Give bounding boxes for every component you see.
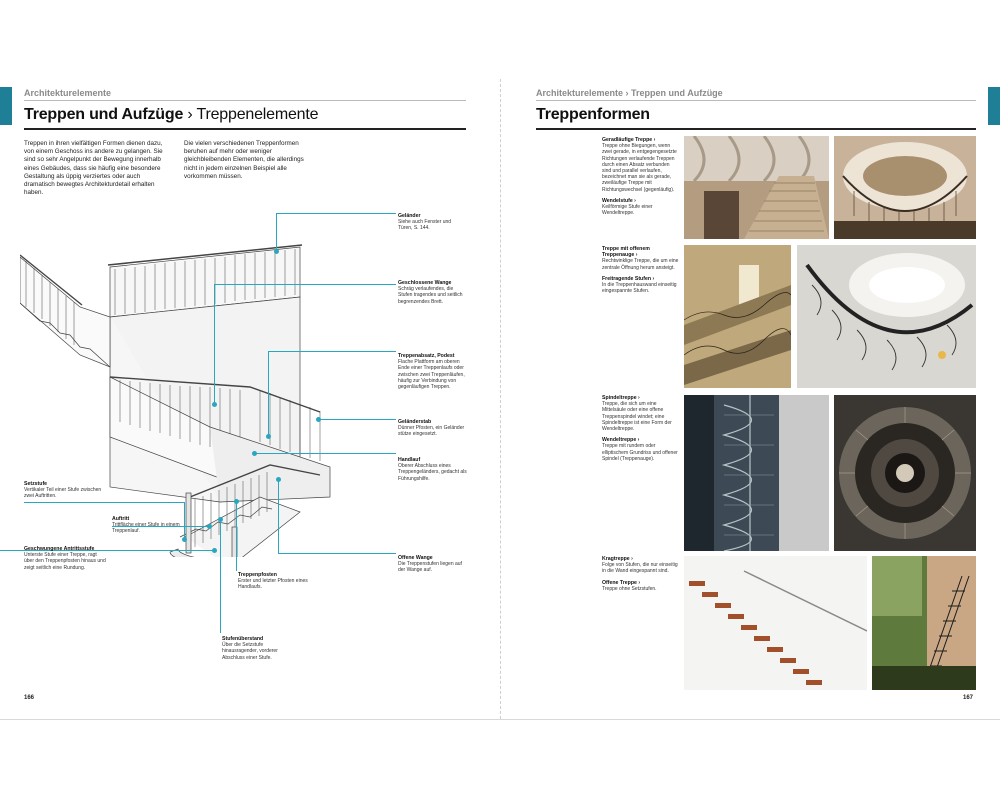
callout-dot <box>252 451 257 456</box>
leader-line <box>318 419 396 420</box>
leader-line <box>220 519 221 633</box>
callout-dot <box>212 402 217 407</box>
photo-winder-stairs <box>834 136 976 239</box>
leader-line <box>214 284 215 404</box>
photo-open-well-stair <box>684 245 791 388</box>
callout-dot <box>212 548 217 553</box>
callout-dot <box>207 524 212 529</box>
photo-straight-staircase <box>684 136 829 239</box>
caption-block: Kragtreppe ›Folge von Stufen, die nur ei… <box>602 556 678 592</box>
callout-dot <box>316 417 321 422</box>
photo-helical-stair-top-view <box>834 395 976 551</box>
leader-line <box>254 453 396 454</box>
page-title: Treppen und Aufzüge › Treppenelemente <box>24 106 319 124</box>
leader-line <box>278 479 279 553</box>
leader-line <box>276 213 277 251</box>
callout-dot <box>218 517 223 522</box>
callout-dot <box>274 249 279 254</box>
left-page: Architekturelemente Treppen und Aufzüge … <box>0 79 501 719</box>
staircase-illustration <box>20 244 331 557</box>
right-page: Architekturelemente › Treppen und Aufzüg… <box>501 79 1000 719</box>
title-rule <box>24 128 466 130</box>
callout-dot <box>266 434 271 439</box>
page-title: Treppenformen <box>536 106 650 123</box>
caption-block: Geradläufige Treppe ›Treppe ohne Biegung… <box>602 137 677 217</box>
bottom-page-edge <box>0 719 1000 720</box>
caption-block: Treppe mit offenem Treppenauge ›Rechtwin… <box>602 246 679 295</box>
leader-line <box>112 526 210 527</box>
page-number-left: 166 <box>24 695 35 701</box>
callout-dot <box>234 499 239 504</box>
caption-block: Spindeltreppe ›Treppe, die sich um eine … <box>602 395 678 462</box>
section-tab <box>988 87 1000 125</box>
leader-line <box>236 501 237 571</box>
callout-dot <box>276 477 281 482</box>
page-title-separator: › <box>183 106 197 123</box>
page-number-right: 167 <box>963 695 974 701</box>
leader-line <box>268 351 269 436</box>
section-tab <box>0 87 12 125</box>
leader-line <box>0 550 215 551</box>
leader-line <box>278 553 396 554</box>
running-head: Architekturelemente <box>24 88 112 98</box>
leader-line <box>268 351 396 352</box>
intro-column-2: Die vielen verschiedenen Treppenformen b… <box>184 140 304 180</box>
title-rule <box>536 128 976 130</box>
page-title-sub: Treppenelemente <box>196 106 319 123</box>
leader-line <box>184 502 185 542</box>
photo-spiral-stair-steel <box>684 395 829 551</box>
photo-exterior-open-stair <box>872 556 976 690</box>
leader-line <box>24 502 184 503</box>
intro-column-1: Treppen in ihren vielfältigen Formen die… <box>24 140 163 197</box>
photo-cantilever-stair-dome <box>797 245 976 388</box>
running-head-rule <box>536 100 976 101</box>
leader-line <box>276 213 396 214</box>
photo-cantilevered-wooden-steps <box>684 556 867 690</box>
callout-dot <box>182 537 187 542</box>
page-title-main: Treppen und Aufzüge <box>24 106 184 123</box>
running-head: Architekturelemente › Treppen und Aufzüg… <box>536 88 723 98</box>
running-head-rule <box>24 100 466 101</box>
leader-line <box>214 284 396 285</box>
